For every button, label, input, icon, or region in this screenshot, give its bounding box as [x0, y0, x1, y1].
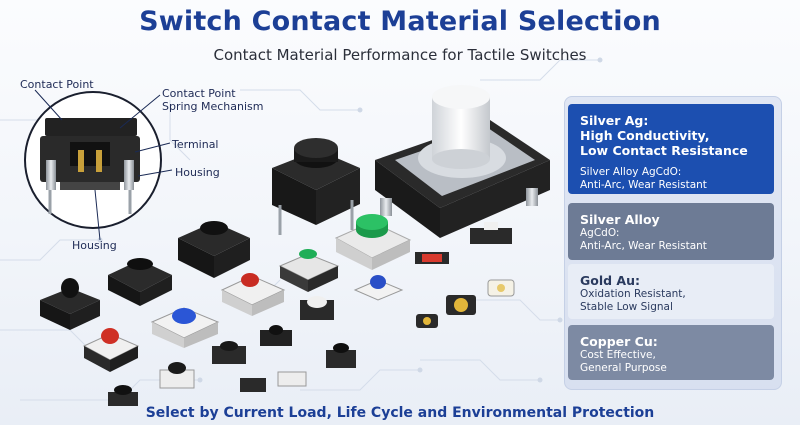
material-line: Cost Effective, [580, 349, 656, 361]
material-line: Low Contact Resistance [580, 143, 748, 158]
material-heading: Gold Au: [580, 273, 641, 288]
material-line: Stable Low Signal [580, 301, 673, 313]
material-card-silver: Silver Ag: High Conductivity, Low Contac… [568, 104, 774, 194]
material-line: Anti-Arc, Wear Resistant [580, 240, 707, 252]
material-line: General Purpose [580, 362, 667, 374]
material-line: AgCdO: [580, 227, 620, 239]
label-terminal: Terminal [172, 138, 219, 151]
label-housing-right: Housing [175, 166, 220, 179]
material-card-copper: Copper Cu: Cost Effective, General Purpo… [568, 325, 774, 380]
large-tactile-switch [375, 85, 550, 238]
material-line: Oxidation Resistant, [580, 288, 686, 300]
medium-switch [272, 138, 360, 235]
material-subline: Anti-Arc, Wear Resistant [580, 179, 707, 191]
material-card-silver-alloy: Silver Alloy AgCdO: Anti-Arc, Wear Resis… [568, 203, 774, 260]
label-contact-point: Contact Point [20, 78, 94, 91]
page-title: Switch Contact Material Selection [139, 6, 661, 37]
switch-assortment [40, 214, 515, 406]
label-housing-bottom: Housing [72, 239, 117, 252]
material-line: High Conductivity, [580, 128, 710, 143]
material-heading: Copper Cu: [580, 334, 658, 349]
material-subheading: Silver Alloy AgCdO: [580, 166, 682, 178]
footer-caption: Select by Current Load, Life Cycle and E… [145, 405, 655, 421]
material-heading: Silver Ag: [580, 113, 649, 128]
material-card-gold: Gold Au: Oxidation Resistant, Stable Low… [568, 264, 774, 319]
material-heading: Silver Alloy [580, 212, 660, 227]
label-contact-point-2: Contact Point [162, 87, 236, 100]
page-subtitle: Contact Material Performance for Tactile… [213, 46, 587, 64]
cutaway-diagram [24, 91, 162, 229]
label-spring-mechanism: Spring Mechanism [162, 100, 264, 113]
